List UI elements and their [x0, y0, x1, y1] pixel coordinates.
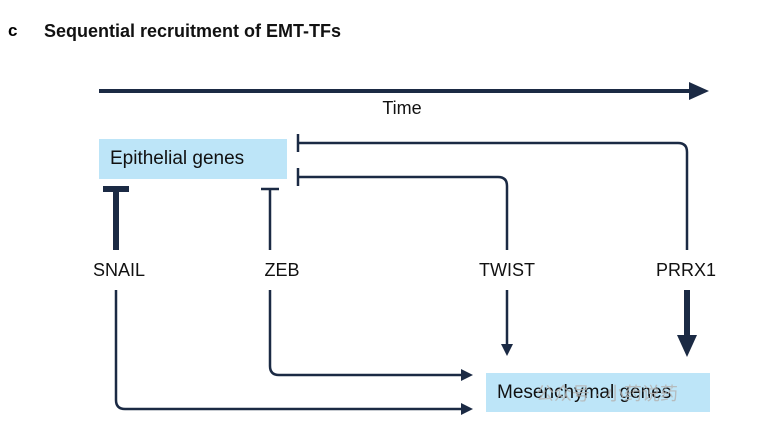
- twist-activates-mesenchymal: [501, 290, 513, 356]
- watermark-text: 公众号 · 小药说药: [536, 384, 678, 404]
- zeb-inhibits-epithelial: [261, 187, 279, 250]
- epithelial-genes-label: Epithelial genes: [110, 148, 245, 169]
- prrx1-inhibits-epithelial: [296, 134, 689, 250]
- prrx1-activates-mesenchymal: [677, 290, 697, 357]
- snail-activates-mesenchymal: [114, 290, 473, 415]
- snail-inhibits-epithelial: [103, 186, 129, 250]
- twist-inhibits-epithelial: [296, 168, 509, 250]
- mesenchymal-genes-box: Mesenchymal genes: [486, 373, 710, 412]
- twist-label: TWIST: [479, 260, 535, 280]
- diagram-title: Sequential recruitment of EMT-TFs: [44, 21, 342, 41]
- panel-letter: c: [8, 21, 18, 40]
- snail-label: SNAIL: [92, 260, 146, 280]
- prrx1-label: PRRX1: [655, 260, 717, 280]
- zeb-label: ZEB: [264, 260, 300, 280]
- zeb-activates-mesenchymal: [268, 290, 473, 381]
- time-axis-label: Time: [382, 98, 422, 118]
- mesenchymal-genes-label: Mesenchymal genes: [497, 381, 672, 403]
- epithelial-genes-box: Epithelial genes: [99, 139, 287, 179]
- time-arrow: [99, 82, 709, 100]
